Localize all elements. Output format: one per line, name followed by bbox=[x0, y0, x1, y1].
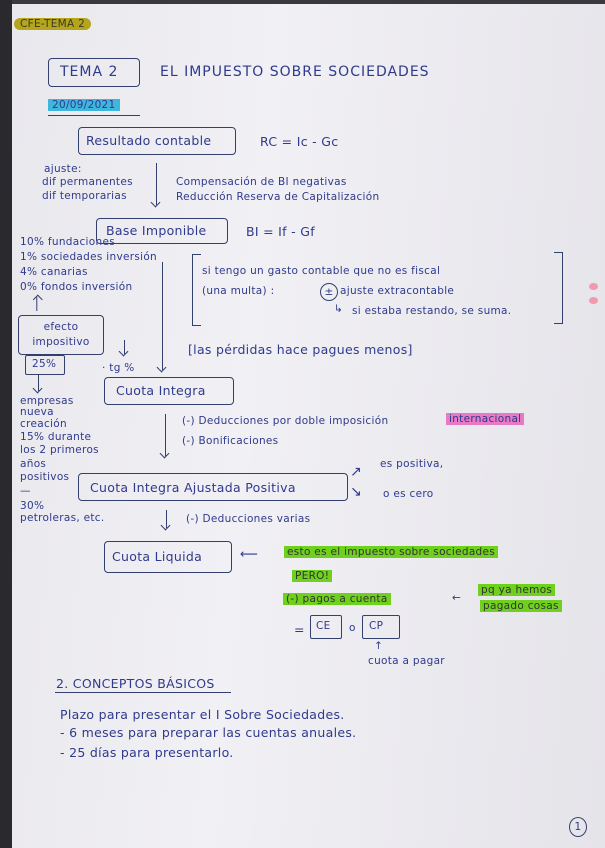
cuota-a-pagar: cuota a pagar bbox=[368, 655, 445, 667]
down-arrow-icon bbox=[162, 262, 164, 370]
date-underline bbox=[48, 115, 140, 117]
cuota-integra-ajustada-label: Cuota Integra Ajustada Positiva bbox=[90, 480, 296, 495]
down-arrow-icon bbox=[165, 414, 167, 456]
equals-sign: = bbox=[294, 622, 305, 637]
left-arrow-icon: ⟵ bbox=[240, 546, 259, 561]
branch-positive: es positiva, bbox=[380, 458, 444, 470]
nota-perdidas: [las pérdidas hace pagues menos] bbox=[188, 342, 413, 357]
bi-formula: BI = If - Gf bbox=[246, 224, 315, 239]
header-tag: CFE-TEMA 2 bbox=[14, 18, 92, 30]
tipo-item: 4% canarias bbox=[20, 266, 88, 278]
cuota-integra-ajustada-box bbox=[78, 473, 348, 501]
left-bracket bbox=[192, 254, 201, 326]
resultado-contable-box bbox=[78, 127, 236, 155]
nota-gasto-line1: si tengo un gasto contable que no es fis… bbox=[202, 265, 441, 277]
tipo-item: 1% sociedades inversión bbox=[20, 251, 158, 263]
down-arrow-icon bbox=[156, 163, 158, 205]
down-arrow-icon bbox=[124, 340, 126, 354]
down-arrow-icon bbox=[38, 375, 40, 391]
rc-formula: RC = Ic - Gc bbox=[260, 134, 339, 149]
section2-intro: Plazo para presentar el I Sobre Sociedad… bbox=[60, 707, 345, 722]
nueva-creacion-line: los 2 primeros bbox=[20, 444, 99, 456]
cuota-integra-box bbox=[104, 377, 234, 405]
nueva-creacion-line: 15% durante bbox=[20, 431, 92, 443]
section2-item: - 6 meses para preparar las cuentas anua… bbox=[60, 725, 357, 740]
deduccion-item: (-) Deducciones por doble imposición bbox=[182, 415, 389, 427]
section2-heading: 2. CONCEPTOS BÁSICOS bbox=[56, 676, 215, 691]
ajuste-item: dif temporarias bbox=[42, 190, 127, 202]
ajuste-item: dif permanentes bbox=[42, 176, 133, 188]
tg-label: · tg % bbox=[102, 362, 135, 374]
nota-gasto-line3: si estaba restando, se suma. bbox=[352, 305, 512, 317]
tipo-general-box bbox=[25, 355, 65, 375]
nueva-creacion-line: creación bbox=[20, 418, 67, 430]
nueva-creacion-line: petroleras, etc. bbox=[20, 512, 105, 524]
pink-dot bbox=[589, 297, 598, 304]
nota-gasto-line2-suffix: ajuste extracontable bbox=[340, 285, 455, 297]
cuota-liquida-label: Cuota Liquida bbox=[112, 549, 203, 564]
section2-item: - 25 días para presentarlo. bbox=[60, 745, 234, 760]
nota-gasto-line2-prefix: (una multa) : bbox=[202, 285, 275, 297]
cp-box bbox=[362, 615, 400, 639]
base-imponible-label: Base Imponible bbox=[106, 223, 207, 238]
tema-box bbox=[48, 58, 140, 87]
impuesto-note: esto es el impuesto sobre sociedades bbox=[284, 546, 499, 558]
cp-label: CP bbox=[369, 620, 384, 632]
deducciones-varias: (-) Deducciones varias bbox=[186, 513, 311, 525]
or-label: o bbox=[349, 622, 356, 634]
internacional-highlight: internacional bbox=[446, 413, 525, 425]
deduccion-item: (-) Bonificaciones bbox=[182, 435, 279, 447]
branch-zero: o es cero bbox=[383, 488, 434, 500]
tipo-item: 0% fondos inversión bbox=[20, 281, 133, 293]
cuota-integra-label: Cuota Integra bbox=[116, 383, 206, 398]
ya-hemos-note: pq ya hemos bbox=[478, 584, 556, 596]
efecto-impositivo-label: efecto impositivo bbox=[32, 321, 90, 348]
date-badge: 20/09/2021 bbox=[48, 99, 120, 111]
photo-edge-top bbox=[0, 0, 605, 4]
page-title: EL IMPUESTO SOBRE SOCIEDADES bbox=[160, 64, 430, 80]
left-arrow-icon: ← bbox=[452, 592, 462, 604]
pagos-a-cuenta: (-) pagos a cuenta bbox=[283, 593, 391, 605]
resultado-contable-label: Resultado contable bbox=[86, 133, 212, 148]
section2-underline bbox=[55, 692, 231, 694]
nueva-creacion-line: nueva bbox=[20, 406, 54, 418]
nueva-creacion-line: positivos bbox=[20, 471, 70, 483]
photo-edge-left bbox=[0, 0, 12, 848]
ce-box bbox=[310, 615, 342, 639]
efecto-impositivo-box bbox=[18, 315, 104, 355]
notebook-page bbox=[12, 4, 605, 848]
up-arrow-icon bbox=[36, 297, 38, 311]
right-bracket bbox=[554, 252, 563, 324]
branch-down-arrow-icon: ↘ bbox=[350, 484, 363, 500]
nueva-creacion-line: empresas bbox=[20, 395, 74, 407]
nueva-creacion-line: años bbox=[20, 458, 47, 470]
pero-note: PERO! bbox=[292, 570, 333, 582]
tipo-item: 10% fundaciones bbox=[20, 236, 115, 248]
pagado-cosas-note: pagado cosas bbox=[480, 600, 562, 612]
pink-dot bbox=[589, 283, 598, 290]
plus-minus-icon: ± bbox=[320, 283, 338, 301]
nueva-creacion-line: 30% bbox=[20, 500, 45, 512]
ajuste-right-item: Compensación de BI negativas bbox=[176, 176, 347, 188]
ajuste-right-item: Reducción Reserva de Capitalización bbox=[176, 191, 380, 203]
tema-label: TEMA 2 bbox=[60, 64, 119, 80]
ce-label: CE bbox=[316, 620, 331, 632]
up-arrow-icon: ↑ bbox=[374, 640, 384, 652]
cuota-liquida-box bbox=[104, 541, 232, 573]
down-arrow-icon bbox=[166, 510, 168, 528]
nueva-creacion-line: — bbox=[20, 485, 31, 497]
branch-up-arrow-icon: ↗ bbox=[350, 464, 363, 480]
ajuste-title: ajuste: bbox=[44, 163, 82, 175]
tipo-general: 25% bbox=[32, 358, 57, 370]
base-imponible-box bbox=[96, 218, 228, 244]
page-number: 1 bbox=[569, 817, 587, 837]
corner-arrow-icon: ↳ bbox=[334, 303, 344, 315]
